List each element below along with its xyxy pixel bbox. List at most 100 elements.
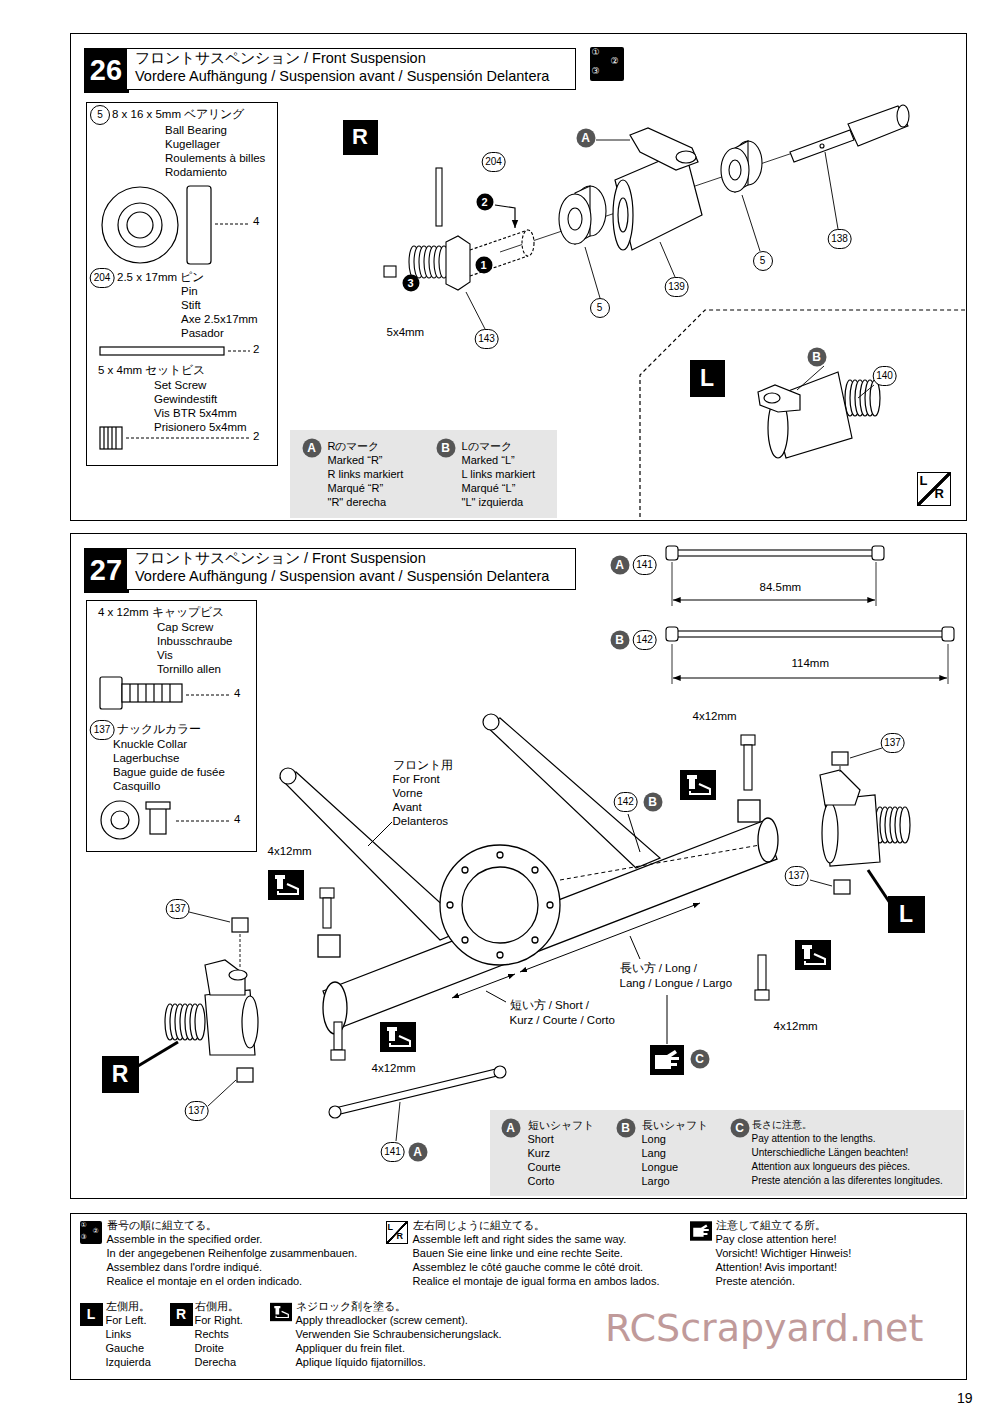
cap-screw	[741, 735, 755, 745]
label-text: 4	[253, 215, 259, 229]
marker-letter: R	[102, 1056, 139, 1093]
side-pointer	[138, 870, 890, 1066]
attention-hand-icon	[690, 1221, 712, 1240]
marker-letter: L	[690, 360, 725, 397]
label-text: Rのマーク	[328, 440, 380, 453]
axle-138	[790, 105, 909, 162]
icon-text: ②	[93, 1228, 99, 1235]
cap-screw-parts-icon	[130, 684, 170, 702]
side-marker-box: L	[690, 360, 725, 397]
label-text: Inbusschraube	[157, 635, 232, 649]
pin-parts-icon	[100, 347, 224, 355]
axle-housing	[497, 952, 503, 958]
count-leader	[126, 438, 250, 439]
label-text: Apply threadlocker (screw cement).	[296, 1314, 468, 1327]
label-text: Derecha	[195, 1356, 237, 1369]
driveshaft-dimension	[872, 546, 884, 560]
knuckle-139	[618, 198, 628, 232]
knuckle-left	[900, 807, 910, 843]
leader-line	[585, 247, 600, 298]
leader-line	[596, 140, 630, 141]
length-arrows	[368, 814, 700, 1044]
label-text: Appliquer du frein filet.	[296, 1342, 405, 1355]
label-text: Verwenden Sie Schraubensicherungslack.	[296, 1328, 502, 1341]
driveshaft-dimension	[666, 546, 954, 684]
driveshaft-dimension	[666, 546, 678, 560]
label-text: Lang / Longue / Largo	[620, 977, 733, 991]
dashed-divider	[640, 310, 965, 517]
axle-138	[820, 144, 824, 148]
label-text: ナックルカラー	[117, 723, 201, 737]
marker-letter: 27	[84, 548, 129, 593]
axle-housing	[323, 821, 777, 1029]
letter-callout: B	[436, 438, 455, 457]
knuckle-right	[242, 996, 258, 1048]
label-text: Gewindestift	[154, 393, 217, 407]
title-text: Vordere Aufhängung / Suspension avant / …	[135, 68, 549, 85]
note-text: Unterschiedliche Längen beachten!	[752, 1147, 909, 1159]
letter-callout: A	[408, 1142, 427, 1161]
threadlock-icon	[270, 1303, 292, 1321]
icon-text: ①	[81, 1222, 87, 1229]
dimension-label: 114mm	[790, 657, 832, 671]
knuckle-left	[820, 752, 910, 894]
axle-housing	[318, 800, 778, 1034]
label-text: Long	[642, 1133, 666, 1146]
parts-list-box: 58 x 16 x 5mm ベアリングBall BearingKugellage…	[86, 102, 278, 466]
count-leader	[215, 224, 250, 225]
count-leader	[186, 695, 231, 696]
axle-housing	[440, 845, 560, 965]
collar-leader	[240, 934, 241, 968]
length-arrows	[630, 936, 640, 959]
cap-screw-parts-icon	[100, 677, 182, 709]
driveshaft-141	[494, 1066, 506, 1078]
leader-line	[797, 366, 824, 390]
collar-leader	[396, 1102, 400, 1141]
label-text: Vis	[157, 649, 173, 663]
dimension-label: 4x12mm	[370, 1062, 418, 1076]
letter-callout: A	[302, 438, 321, 457]
label-text: Kugellager	[165, 138, 220, 152]
threadlock-icon	[795, 940, 831, 970]
driveshaft-dimension	[666, 627, 678, 641]
attention-hand-icon	[650, 1045, 684, 1075]
driveshaft-dimension	[942, 627, 954, 641]
label-text: 短いシャフト	[528, 1119, 594, 1132]
knuckle-left	[834, 880, 850, 894]
label-text: Roulements à billes	[165, 152, 265, 166]
step-panel: ①②③LRLR番号の順に組立てる。Assemble in the specifi…	[70, 1213, 967, 1380]
icon-letter: R	[397, 1232, 404, 1241]
bearing-parts-icon	[102, 187, 178, 263]
label-text: フロント用	[393, 759, 453, 773]
collar-leader	[208, 1080, 236, 1106]
label-text: Droite	[195, 1342, 224, 1355]
collar-leader	[840, 766, 841, 772]
label-text: Courte	[528, 1161, 561, 1174]
label-text: Attention! Avis important!	[716, 1261, 837, 1274]
label-text: Avant	[393, 801, 422, 815]
label-text: Gauche	[106, 1342, 145, 1355]
label-text: 8 x 16 x 5mm ベアリング	[112, 108, 244, 122]
cap-screw	[334, 1022, 342, 1050]
axle-housing	[547, 902, 553, 908]
hub-143	[470, 230, 528, 276]
axle-centre-line	[500, 115, 905, 252]
label-text: Bauen Sie eine linke und eine rechte Sei…	[413, 1247, 623, 1260]
step-number-box: 26	[84, 48, 129, 93]
order-icon: ①②③	[80, 1221, 102, 1244]
collar-parts-icon	[150, 808, 166, 834]
label-text: Assemblez le côté gauche comme le côté d…	[413, 1261, 644, 1274]
letter-callout: B	[616, 1118, 635, 1137]
driveshaft-dimension	[676, 631, 944, 637]
letter-callout: A	[610, 555, 629, 574]
label-text: "L" izquierda	[462, 496, 524, 509]
collar-leader	[810, 880, 832, 886]
driveshaft-dimension	[676, 550, 874, 556]
label-text: Pin	[181, 285, 198, 299]
step-panel: 26フロントサスペンション / Front SuspensionVordere …	[70, 33, 967, 521]
label-text: Realice el montaje en el orden indicado.	[107, 1275, 303, 1288]
label-text: Marqué “R”	[328, 482, 384, 495]
knuckle-right	[232, 918, 248, 932]
callout-number: 137	[90, 720, 115, 740]
